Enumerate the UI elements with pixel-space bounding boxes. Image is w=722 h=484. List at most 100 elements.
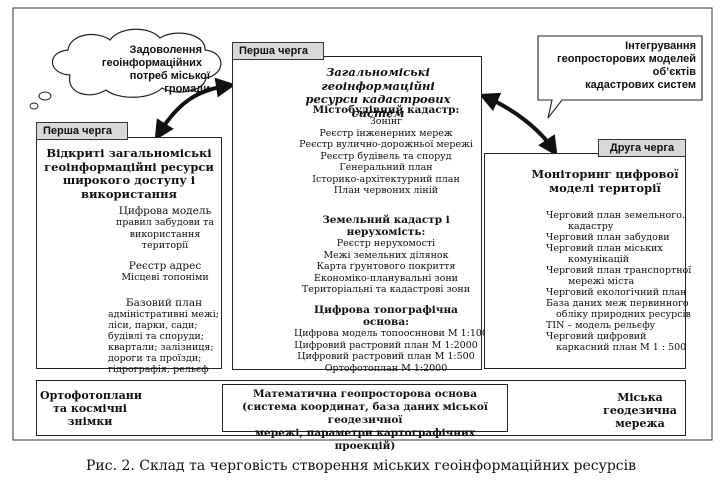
- right-item: Черговий план транспортної мережі міста: [546, 265, 692, 287]
- left-group-address-registry: Реєстр адрес Місцеві топоніми: [112, 260, 218, 284]
- center-panel-tab: Перша черга: [232, 42, 324, 60]
- left-group-line: дороги та проїзди;: [108, 353, 202, 364]
- bottom-center-box: [222, 384, 508, 432]
- center-panel: [232, 56, 482, 370]
- center-section-item: Реєстр вулично-дорожньої мережі: [299, 139, 473, 150]
- callout-line: Інтегрування: [625, 40, 696, 52]
- bottom-center-line: Математична геопросторова основа: [253, 388, 477, 400]
- right-item-line: каркасний план М 1 : 500: [556, 342, 687, 353]
- left-group-line: ліси, парки, сади;: [108, 320, 198, 331]
- outer-frame: [12, 7, 713, 441]
- left-group-head: Цифрова модель: [118, 205, 212, 217]
- left-group-line: гідрографія; рельєф: [108, 364, 209, 375]
- center-section-head: Цифрова топографічна основа:: [314, 304, 458, 328]
- center-section-item: Реєстр будівель та споруд: [320, 150, 452, 162]
- center-section-item: План червоних ліній: [333, 185, 439, 196]
- center-section-item: Ортофотоплан М 1:2000: [324, 362, 448, 374]
- cloud-line: Задоволення: [129, 44, 202, 56]
- left-title-line: геоінформаційні ресурси: [44, 159, 214, 174]
- right-item-line: обліку природних ресурсів: [556, 309, 691, 320]
- center-section-urban-cadastre: Містобудівний кадастр: Зонінг Реєстр інж…: [294, 104, 478, 197]
- left-group-base-plan: Базовий план адміністративні межі; ліси,…: [108, 297, 220, 375]
- right-item-line: Черговий екологічний план: [546, 287, 687, 298]
- center-section-item: Економіко-планувальні зони: [313, 272, 459, 284]
- bottom-right-line: Міська: [617, 391, 663, 404]
- right-item-line: мережі міста: [568, 276, 635, 287]
- center-section-item: Цифрова модель топоосннови М 1:10000: [294, 328, 501, 339]
- figure-caption: Рис. 2. Склад та черговість створення мі…: [86, 458, 636, 474]
- right-items: Черговий план земельного. кадастру Черго…: [546, 210, 692, 353]
- callout-line: об’єктів: [652, 66, 696, 78]
- bottom-center-label: Математична геопросторова основа (систем…: [226, 388, 504, 453]
- center-section-head: Земельний кадастр і нерухомість:: [322, 214, 450, 238]
- bottom-right-line: мережа: [615, 417, 665, 430]
- arrow-left: [154, 77, 236, 141]
- right-item-line: комунікацій: [568, 254, 630, 265]
- right-item-line: Черговий план міських: [546, 243, 663, 254]
- center-section-topographic-base: Цифрова топографічна основа: Цифрова мод…: [294, 304, 501, 374]
- left-title-line: Відкриті загальноміські: [46, 146, 212, 160]
- right-item-line: TIN – модель рельєфу: [546, 320, 656, 331]
- center-panel-title: Загальноміські геоінформаційні ресурси к…: [278, 65, 478, 120]
- left-title-line: широкого доступу і: [62, 173, 196, 187]
- center-section-item: Карта ґрунтового покриття: [316, 261, 456, 272]
- center-section-head: Містобудівний кадастр:: [312, 104, 460, 116]
- bottom-center-line: (система координат, база даних міської г…: [242, 401, 488, 426]
- bottom-right-label: Міська геодезична мережа: [600, 391, 680, 430]
- center-title-line: ресурси кадастрових систем: [305, 92, 451, 120]
- center-title-line: Загальноміські геоінформаційні: [321, 65, 435, 93]
- center-section-item: Історико-архітектурний план: [312, 173, 460, 185]
- bottom-left-line: Ортофотоплани: [40, 389, 142, 402]
- cloud-line: потреб міської громади: [129, 70, 210, 95]
- left-group-line: використання: [129, 228, 201, 240]
- left-group-line: адміністративні межі;: [108, 309, 219, 320]
- right-item-line: База даних меж первинного: [546, 298, 689, 309]
- bottom-right-line: геодезична: [603, 404, 677, 417]
- right-item-line: Черговий план земельного.: [546, 210, 685, 221]
- right-item: Черговий цифровий каркасний план М 1 : 5…: [546, 331, 687, 353]
- bottom-left-line: знімки: [67, 415, 113, 428]
- right-item-line: Черговий план транспортної: [546, 265, 692, 276]
- callout-line: геопросторових моделей: [557, 53, 696, 65]
- right-panel-tab: Друга черга: [598, 139, 686, 157]
- arrow-right: [478, 92, 558, 157]
- right-item-line: Черговий план забудови: [546, 232, 670, 243]
- cloud-line: геоінформаційних: [101, 57, 202, 69]
- left-group-line: території: [141, 240, 189, 251]
- left-group-line: будівлі та споруди;: [108, 331, 205, 342]
- left-panel: [36, 137, 222, 369]
- bottom-left-line: та космічні: [53, 402, 127, 415]
- right-item: База даних меж первинного обліку природн…: [546, 298, 691, 320]
- cloud-text: Задоволення геоінформаційних потреб місь…: [82, 44, 210, 96]
- left-panel-title: Відкриті загальноміські геоінформаційні …: [40, 146, 218, 201]
- right-title-line: Моніторинг цифрової: [531, 167, 679, 181]
- center-section-item: Генеральний план: [339, 162, 433, 173]
- right-panel: [484, 153, 686, 369]
- center-section-item: Межі земельних ділянок: [323, 249, 449, 261]
- left-title-line: використання: [81, 186, 177, 201]
- left-group-head: Базовий план: [125, 297, 203, 309]
- right-item: Черговий план міських комунікацій: [546, 243, 684, 265]
- center-section-item: Цифровий растровий план М 1:2000: [294, 339, 478, 351]
- center-section-item: Цифровий растровий план М 1:500: [297, 351, 475, 362]
- right-item: Черговий план земельного. кадастру: [546, 210, 685, 232]
- bottom-center-line: мережі, параметри картографічних проекці…: [254, 427, 476, 452]
- left-group-digital-model: Цифрова модель правил забудови та викори…: [112, 205, 218, 252]
- bottom-left-label: Ортофотоплани та космічні знімки: [40, 389, 142, 428]
- center-section-land-cadastre: Земельний кадастр і нерухомість: Реєстр …: [294, 214, 478, 296]
- left-group-line: Місцеві топоніми: [121, 272, 209, 283]
- center-section-item: Реєстр інженерних мереж: [319, 127, 453, 139]
- left-group-line: правил забудови та: [115, 217, 215, 228]
- center-section-item: Реєстр нерухомості: [336, 238, 436, 249]
- callout-text: Інтегрування геопросторових моделей об’є…: [546, 40, 696, 92]
- center-section-item: Територіальні та кадастрові зони: [301, 284, 471, 295]
- right-item-line: кадастру: [568, 221, 614, 232]
- left-group-line: квартали; залізниця;: [108, 342, 214, 353]
- callout-line: кадастрових систем: [585, 79, 696, 91]
- right-title-line: моделі території: [549, 180, 661, 195]
- right-item-line: Черговий цифровий: [546, 331, 647, 342]
- center-section-item: Зонінг: [369, 116, 403, 127]
- left-group-head: Реєстр адрес: [128, 260, 202, 272]
- right-panel-title: Моніторинг цифрової моделі території: [530, 167, 680, 195]
- left-panel-tab: Перша черга: [36, 122, 128, 140]
